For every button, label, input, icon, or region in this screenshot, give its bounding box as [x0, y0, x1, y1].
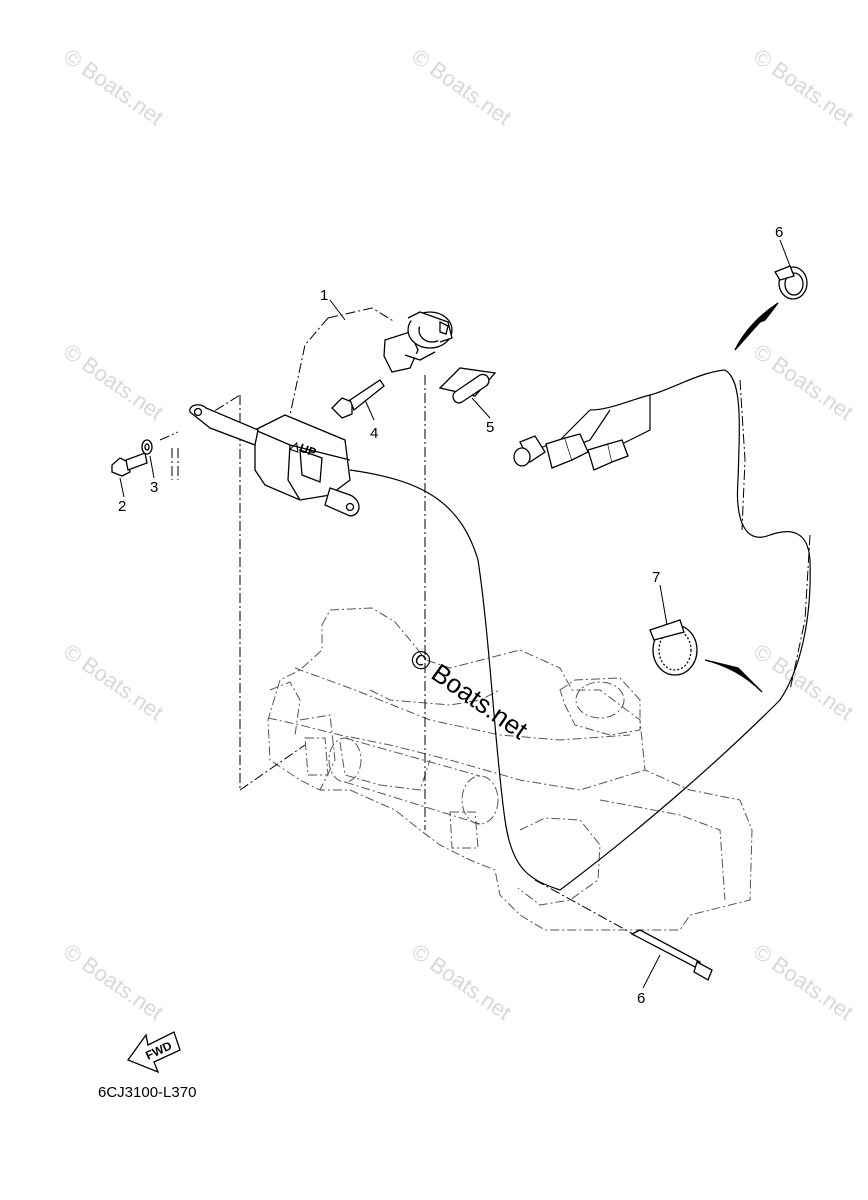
watermark: © Boats.net	[749, 44, 858, 131]
bolt-part-2	[111, 452, 148, 477]
screw-part-4	[331, 379, 385, 419]
watermark: © Boats.net	[59, 939, 168, 1026]
wire-clip-part-6	[734, 265, 808, 351]
watermark: © Boats.net	[749, 939, 858, 1026]
callout-leaders	[119, 239, 791, 989]
callout-label: 1	[320, 287, 328, 304]
watermark: © Boats.net	[59, 339, 168, 426]
watermarks: © Boats.net © Boats.net © Boats.net © Bo…	[59, 44, 858, 1026]
watermark: © Boats.net	[407, 44, 516, 131]
callout-label: 2	[118, 498, 126, 515]
callout-label: 6	[775, 224, 783, 241]
watermark: © Boats.net	[749, 339, 858, 426]
callout-numbers: 1 2 3 4 5 6 6 7	[118, 224, 783, 1007]
watermark: © Boats.net	[749, 639, 858, 726]
wire-connectors	[513, 409, 631, 471]
washer-part-3	[141, 431, 179, 480]
band-clamp-part-7	[649, 619, 763, 693]
callout-label: 5	[486, 419, 494, 436]
reference-lines	[199, 307, 811, 936]
mounting-bracket-outline	[267, 607, 753, 931]
center-watermark: © Boats.net	[405, 642, 534, 745]
watermark: © Boats.net	[59, 639, 168, 726]
callout-label: 3	[150, 479, 158, 496]
callout-label: 7	[652, 569, 660, 586]
watermark: © Boats.net	[59, 44, 168, 131]
sensor-wire	[349, 369, 811, 891]
plate-part-5	[438, 367, 497, 404]
forward-arrow-icon: FWD	[126, 1031, 181, 1074]
trim-sensor-assembly: △UP	[189, 311, 453, 517]
callout-label: 6	[637, 990, 645, 1007]
part-code: 6CJ3100-L370	[98, 1084, 196, 1101]
watermark: © Boats.net	[407, 939, 516, 1026]
cable-tie-part-6	[630, 929, 713, 981]
callout-label: 4	[370, 425, 378, 442]
